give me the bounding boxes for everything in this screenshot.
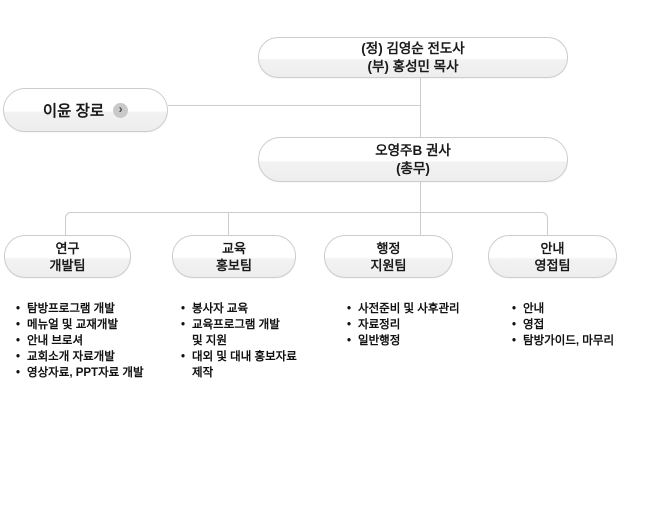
duty-list-item: 탐방프로그램 개발	[16, 301, 176, 317]
team-box-guide-reception: 안내 영접팀	[488, 235, 617, 278]
manager-box-label: 오영주B 권사 (총무)	[375, 142, 451, 176]
elder-box-label: 이윤 장로	[42, 103, 105, 120]
leader-box: (정) 김영순 전도사 (부) 홍성민 목사	[258, 37, 568, 78]
team-box-admin-support: 행정 지원팀	[324, 235, 453, 278]
team-box-research-dev: 연구 개발팀	[4, 235, 131, 278]
duty-list-admin-support: 사전준비 및 사후관리자료정리일반행정	[347, 301, 507, 349]
duty-list-research-dev: 탐방프로그램 개발메뉴얼 및 교재개발안내 브로셔교회소개 자료개발영상자료, …	[16, 301, 176, 381]
duty-list-item: 자료정리	[347, 317, 507, 333]
connector-team-bracket	[65, 212, 548, 235]
duty-list-item: 영접	[512, 317, 652, 333]
duty-list-guide-reception: 안내영접탐방가이드, 마무리	[512, 301, 652, 349]
team-box-label: 연구 개발팀	[49, 240, 86, 273]
duty-list-item: 교회소개 자료개발	[16, 349, 176, 365]
duty-list-item: 안내 브로셔	[16, 333, 176, 349]
team-box-edu-pr: 교육 홍보팀	[172, 235, 296, 278]
duty-list-item: 사전준비 및 사후관리	[347, 301, 507, 317]
chevron-right-icon[interactable]: ›	[113, 102, 129, 118]
leader-box-label: (정) 김영순 전도사 (부) 홍성민 목사	[361, 40, 465, 74]
duty-list-edu-pr: 봉사자 교육교육프로그램 개발 및 지원대외 및 대내 홍보자료 제작	[181, 301, 341, 381]
elder-box[interactable]: 이윤 장로 ›	[3, 88, 168, 132]
connector-top-to-middle	[420, 78, 421, 137]
team-box-label: 행정 지원팀	[370, 240, 407, 273]
duty-list-item: 일반행정	[347, 333, 507, 349]
manager-box: 오영주B 권사 (총무)	[258, 137, 568, 182]
connector-side-link	[168, 105, 420, 106]
duty-list-item: 메뉴얼 및 교재개발	[16, 317, 176, 333]
duty-list-item: 대외 및 대내 홍보자료 제작	[181, 349, 341, 381]
duty-list-item: 봉사자 교육	[181, 301, 341, 317]
team-box-label: 안내 영접팀	[534, 240, 571, 273]
duty-list-item: 교육프로그램 개발 및 지원	[181, 317, 341, 349]
duty-list-item: 영상자료, PPT자료 개발	[16, 365, 176, 381]
duty-list-item: 안내	[512, 301, 652, 317]
team-box-label: 교육 홍보팀	[216, 240, 252, 273]
connector-middle-down	[420, 182, 421, 235]
connector-drop-team2	[228, 212, 229, 235]
duty-list-item: 탐방가이드, 마무리	[512, 333, 652, 349]
